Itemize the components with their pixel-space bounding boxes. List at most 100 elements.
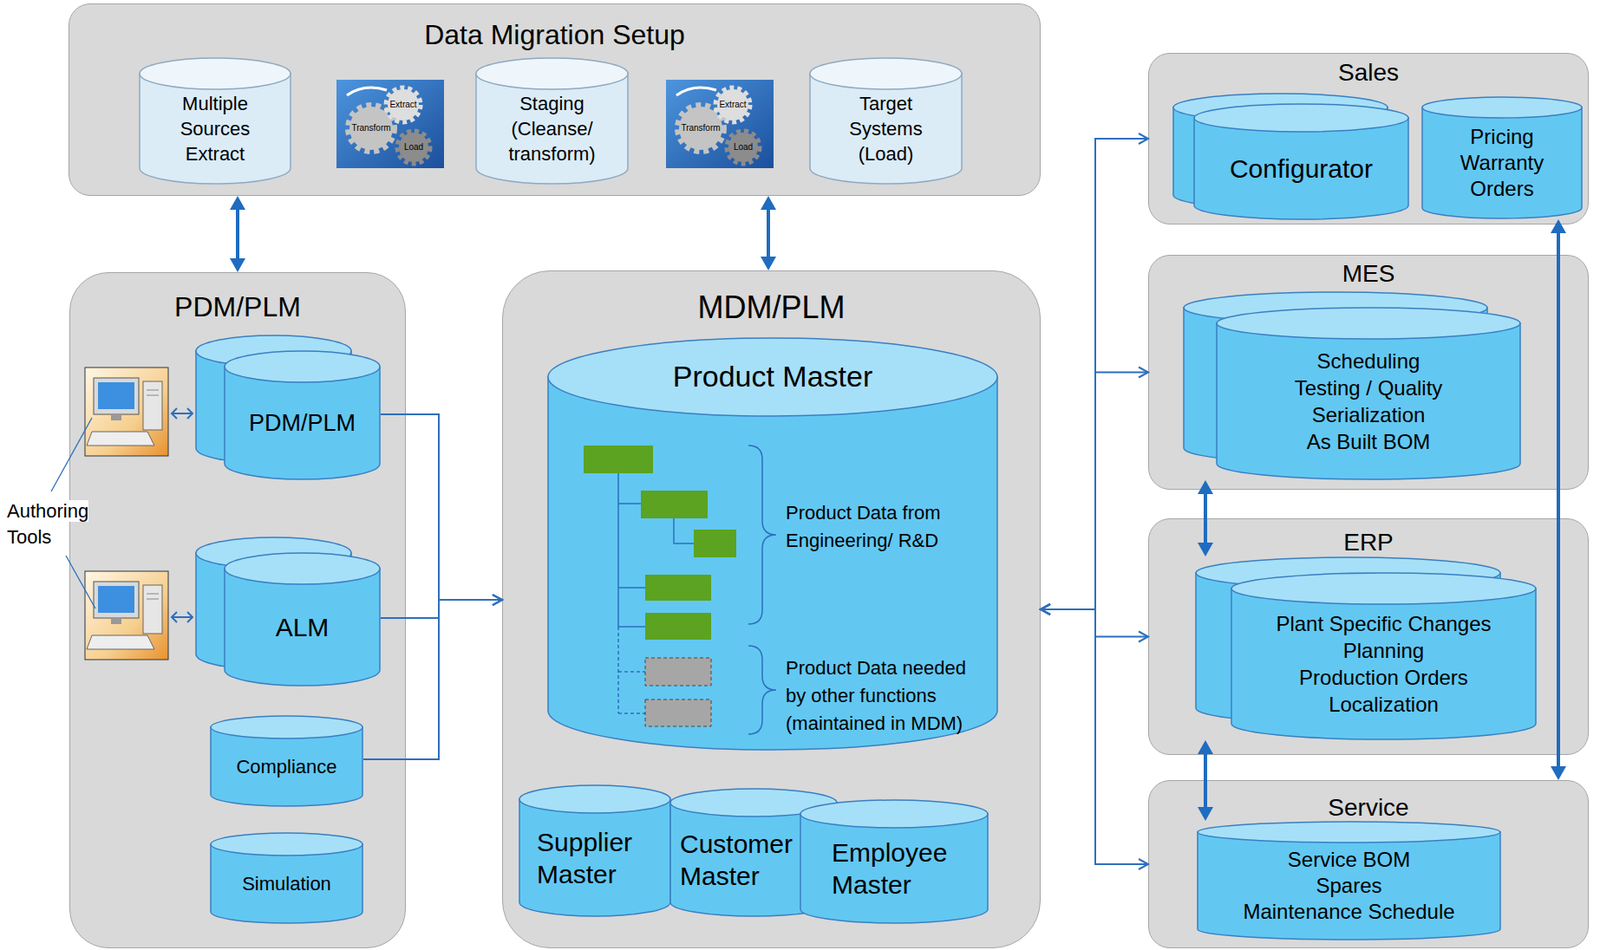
product-tree-part [583, 445, 654, 474]
group-panel: MDM/PLMProduct MasterProduct Data from E… [502, 270, 1041, 949]
cylinder-top [476, 58, 628, 90]
computer-icon-part [111, 618, 122, 625]
cylinder-top [224, 553, 380, 585]
text-area: Supplier Master [536, 812, 663, 904]
connector-line [363, 600, 503, 760]
computer-icon-part [146, 390, 159, 392]
icon-label: Transform [351, 123, 391, 134]
connector [1197, 740, 1214, 822]
arrow-head [1197, 542, 1214, 557]
database-cylinder: PDM/PLM [195, 334, 381, 481]
callout-label: Authoring Tools [6, 500, 89, 549]
product-tree-part-part [617, 473, 620, 627]
label-area: Transform [351, 123, 391, 134]
connector [380, 594, 503, 619]
label-area: Load [404, 142, 424, 153]
text-area: PDM/PLM [230, 381, 374, 465]
heading-area: Sales [1149, 58, 1588, 88]
connector-line [235, 206, 240, 262]
product-tree-part-part [673, 518, 694, 544]
computer-icon-part [143, 585, 163, 634]
etl-gear-icon-part [677, 104, 725, 152]
cylinder-body [224, 568, 380, 686]
etl-gear-icon-part [387, 89, 419, 121]
cylinder-top [210, 833, 363, 856]
text-area: Compliance [216, 737, 357, 797]
connector [363, 594, 503, 760]
computer-icon-part [146, 594, 159, 595]
arrow-head [1197, 807, 1214, 822]
cylinder-top [1231, 573, 1536, 605]
database-cylinder: Product MasterProduct Data from Engineer… [547, 337, 999, 752]
cylinder-label: ALM [275, 612, 330, 644]
label-area: Transform [680, 123, 720, 134]
cylinder-body [224, 366, 380, 480]
cylinder-label: Staging (Cleanse/ transform) [496, 91, 609, 167]
etl-gear-icon [336, 79, 445, 169]
text-area: Staging (Cleanse/ transform) [482, 88, 622, 170]
tool-link-arrow-part [187, 408, 193, 419]
arrow-head [1138, 133, 1149, 144]
product-tree-part-part [618, 502, 641, 505]
cylinder-top [224, 351, 380, 383]
curly-brace [748, 445, 777, 735]
list-item: Pricing [1469, 124, 1534, 151]
product-tree-part-part [618, 712, 646, 715]
icon-label: Transform [680, 123, 720, 134]
cylinder-label: Simulation [241, 873, 332, 896]
list-item: Maintenance Schedule [1242, 899, 1455, 926]
text-area: ALM [230, 583, 374, 672]
cylinder-body [139, 73, 291, 184]
cylinder-label: Employee Master [831, 836, 962, 902]
group-panel: ERP Plant Specific ChangesPlanningProduct… [1148, 518, 1589, 756]
cylinder-body [548, 377, 998, 751]
icon-label: Extract [718, 99, 746, 111]
computer-icon-part [86, 431, 155, 446]
etl-gear-icon [666, 79, 774, 169]
text-area: Customer Master [679, 816, 802, 904]
list-item: Planning [1343, 637, 1424, 665]
cylinder-top [139, 58, 291, 90]
tool-link-arrow [171, 408, 193, 623]
panel-heading: Service [1327, 793, 1409, 823]
etl-gear-icon-part [385, 87, 421, 123]
cylinder-label: Customer Master [679, 828, 802, 893]
etl-gear-icon-part [679, 106, 723, 151]
tool-link-arrow-part [171, 612, 177, 623]
arrow-head [492, 594, 503, 606]
text-area: Plant Specific ChangesPlanningProduction… [1237, 603, 1530, 725]
list-item: Localization [1328, 691, 1439, 719]
cylinder-label: Supplier Master [536, 826, 663, 891]
database-cylinder: Employee Master [799, 799, 989, 925]
product-tree-part-part [617, 626, 620, 714]
cylinder-label: Compliance [235, 756, 337, 779]
panel-heading: MES [1342, 259, 1396, 289]
computer-icon-part [84, 571, 169, 660]
list-item: Orders [1469, 176, 1534, 203]
text-area: Multiple Sources Extract [145, 88, 285, 170]
panel-heading: ERP [1343, 528, 1394, 558]
arrow-head [229, 195, 246, 210]
product-tree-part [645, 658, 712, 686]
cylinder-label: PDM/PLM [248, 409, 356, 438]
cylinder-body [809, 73, 962, 184]
list-item: Spares [1315, 873, 1382, 900]
cylinder-body [519, 799, 671, 917]
etl-gear-icon-part [398, 132, 429, 163]
database-cylinder: Plant Specific ChangesPlanningProduction… [1195, 556, 1537, 741]
list-item: As Built BOM [1306, 428, 1431, 456]
arrow-head [1040, 604, 1051, 615]
database-cylinder: Multiple Sources Extract [138, 57, 292, 185]
arrow-head [492, 594, 503, 606]
cylinder-body [1216, 323, 1521, 480]
tool-link-arrow-part [171, 408, 177, 419]
product-tree-part-part [618, 671, 646, 673]
text-area: Product Master [554, 337, 992, 416]
connector [1040, 604, 1149, 870]
computer-icon-part [93, 378, 139, 415]
tool-link-arrow-part [187, 612, 193, 623]
connector-line [1040, 609, 1149, 865]
database-cylinder: Staging (Cleanse/ transform) [475, 57, 629, 185]
cylinder-shape [195, 334, 381, 481]
annotation-text: Product Data from Engineering/ R&D [785, 499, 977, 556]
